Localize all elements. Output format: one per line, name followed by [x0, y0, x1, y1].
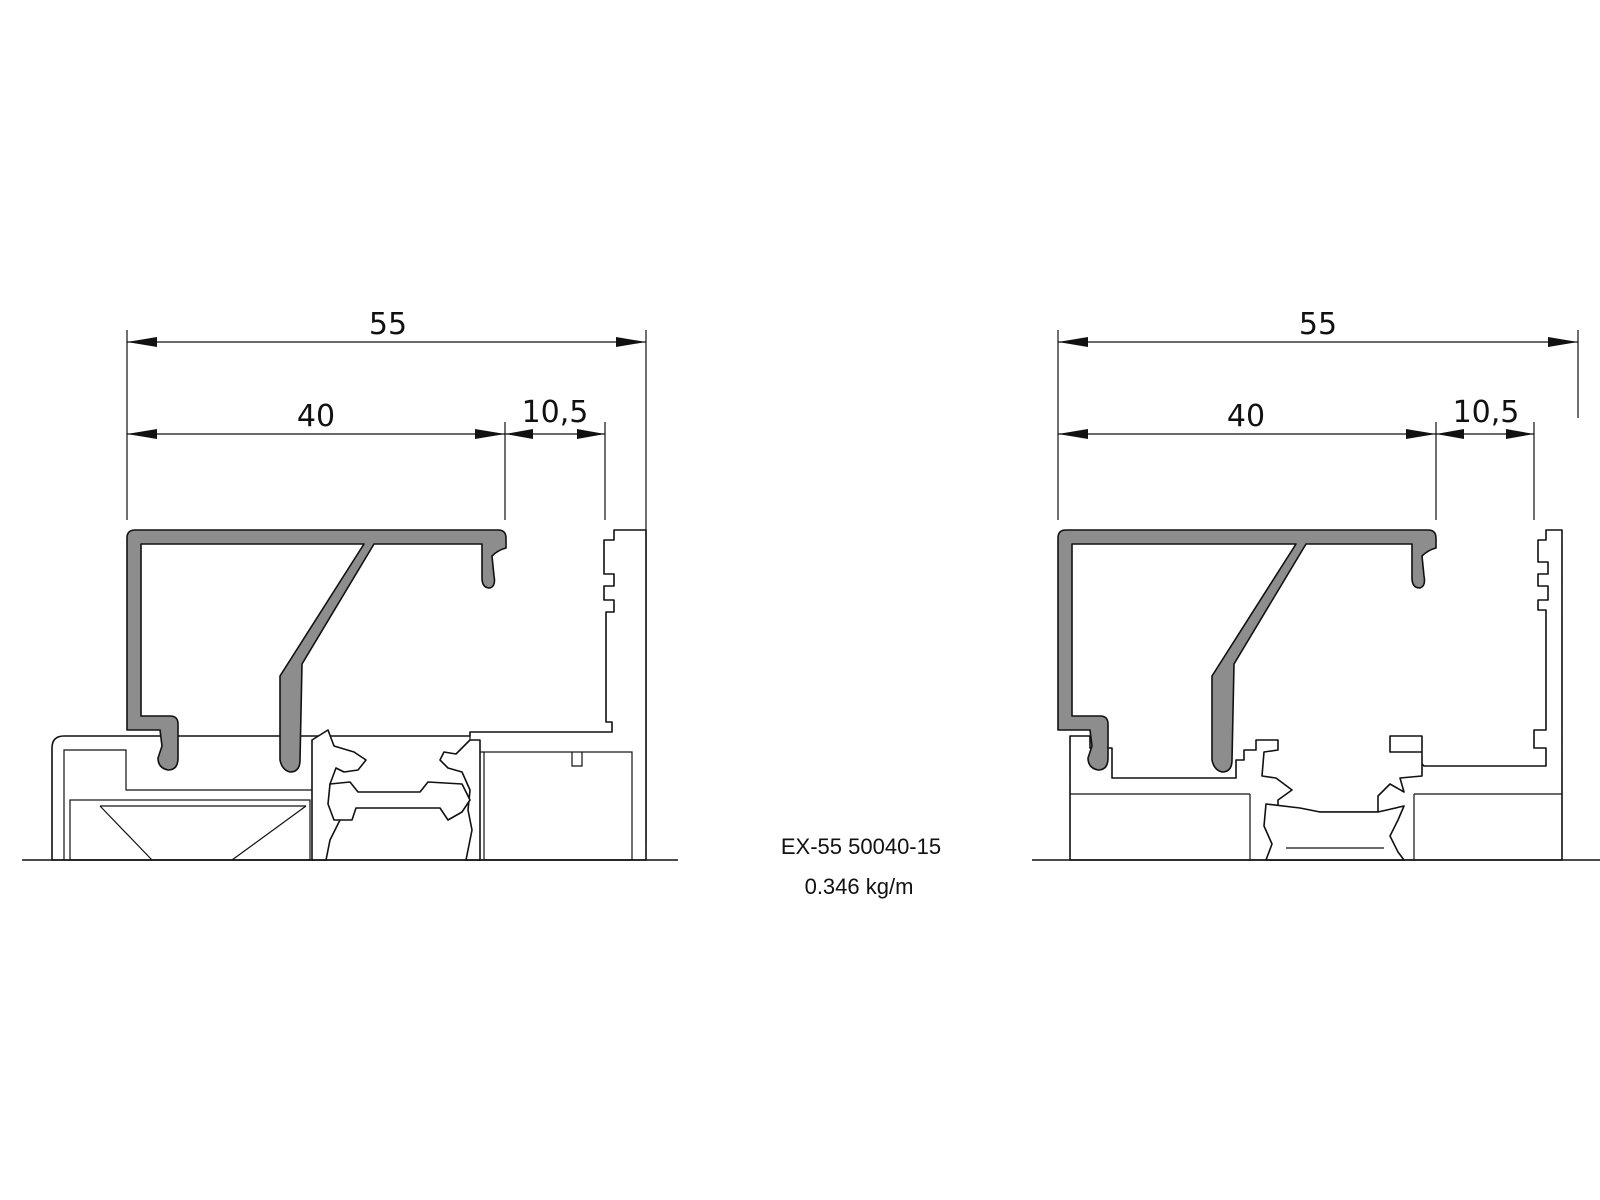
frame-profile-right — [1069, 529, 1563, 861]
dim-inner-right: 40 — [1058, 399, 1437, 520]
dim-offset-left: 10,5 — [505, 395, 606, 520]
dim-offset-label: 10,5 — [522, 395, 589, 430]
dim-overall-label: 55 — [1299, 307, 1337, 342]
left-section: 55 40 10,5 — [22, 307, 678, 861]
sash-profile-left — [126, 529, 507, 773]
weight-per-meter: 0.346 kg/m — [805, 874, 914, 899]
dim-inner-left: 40 — [127, 399, 506, 520]
caption: EX-55 50040-15 0.346 kg/m — [781, 834, 941, 899]
dim-overall-label: 55 — [369, 307, 407, 342]
part-number: EX-55 50040-15 — [781, 834, 941, 859]
dim-offset-label: 10,5 — [1453, 395, 1520, 430]
dim-inner-label: 40 — [1227, 399, 1265, 434]
dim-inner-label: 40 — [297, 399, 335, 434]
sash-profile-right — [1057, 529, 1437, 773]
right-section: 55 40 10,5 — [1032, 307, 1600, 861]
dim-offset-right: 10,5 — [1436, 395, 1535, 520]
thermal-break-left — [311, 729, 481, 861]
dim-overall-right: 55 — [1057, 307, 1579, 520]
